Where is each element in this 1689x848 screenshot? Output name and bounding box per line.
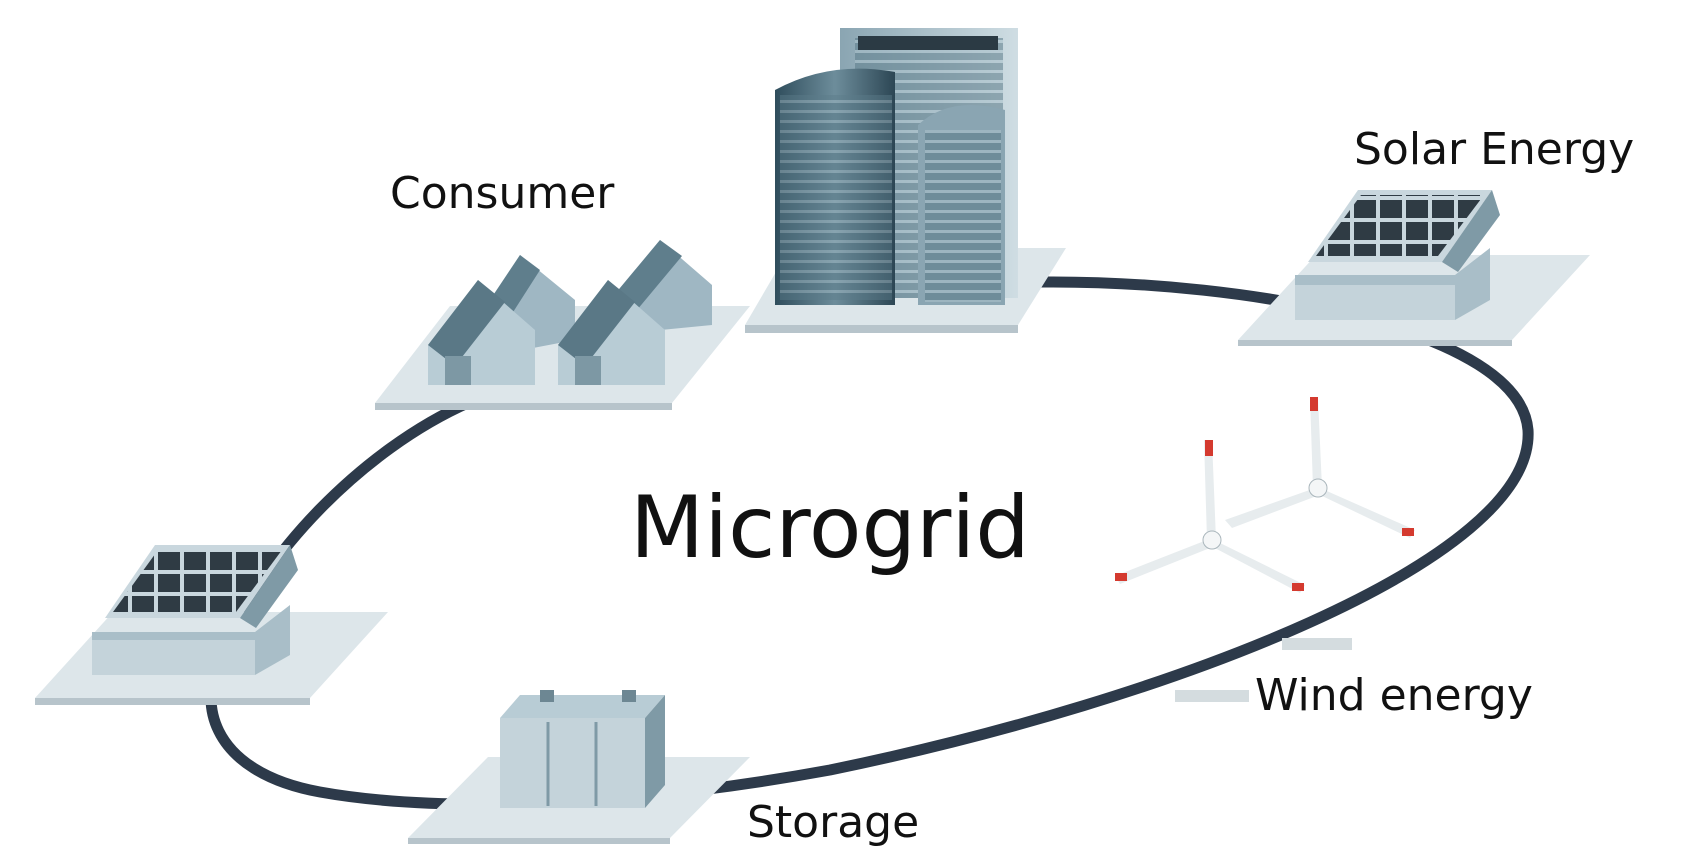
consumer-label: Consumer	[390, 168, 615, 219]
houses-icon	[375, 240, 750, 410]
storage-label: Storage	[747, 797, 920, 848]
battery-storage-icon	[408, 690, 750, 844]
diagram-title: Microgrid	[630, 478, 1030, 578]
solar-panel-building-icon	[1238, 190, 1590, 346]
solar-energy-label: Solar Energy	[1354, 124, 1635, 175]
office-towers-icon	[745, 28, 1066, 333]
wind-energy-label: Wind energy	[1255, 670, 1533, 721]
solar-panel-building-icon	[35, 545, 388, 705]
wind-turbines-icon	[1115, 397, 1415, 702]
